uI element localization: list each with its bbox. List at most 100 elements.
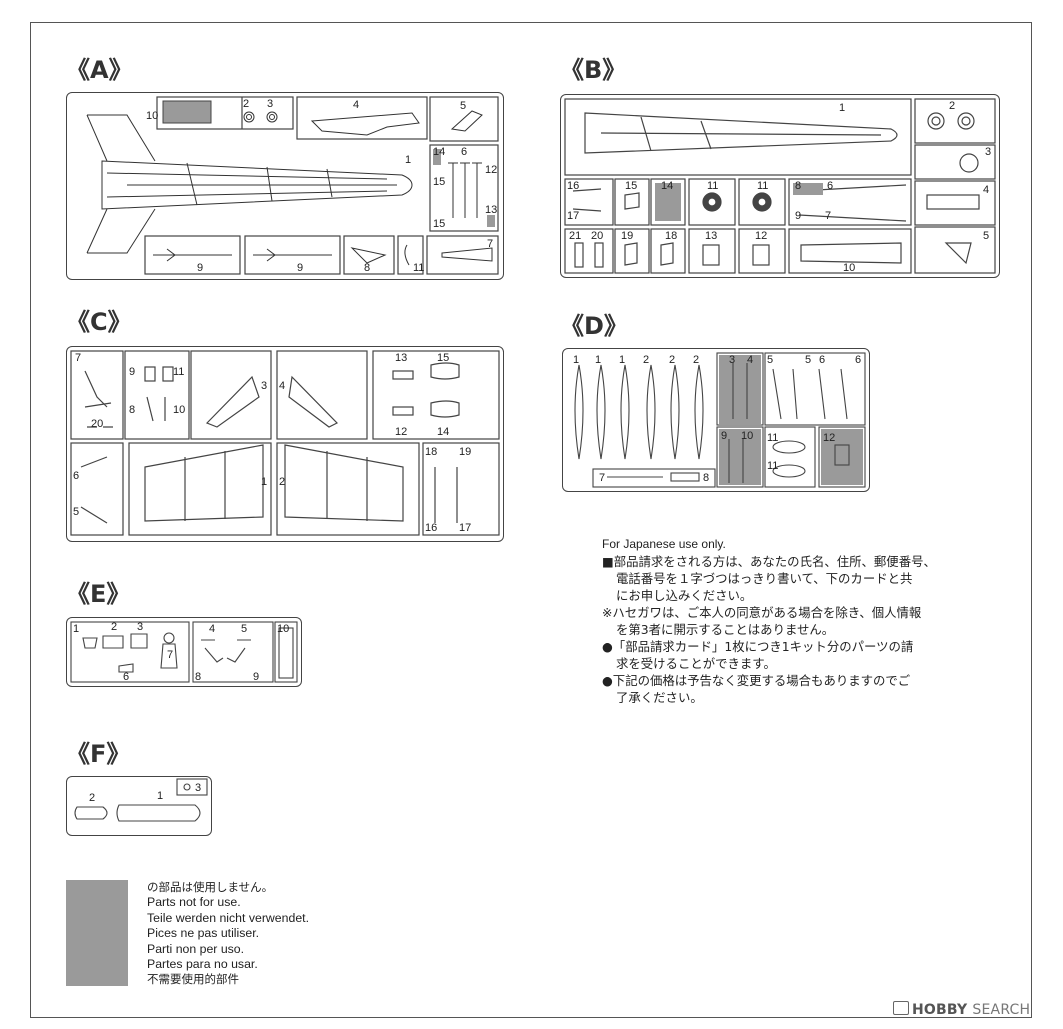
part-num: 5	[73, 506, 79, 518]
note-line: ※ハセガワは、ご本人の同意がある場合を除き、個人情報	[602, 605, 922, 620]
part-num: 15	[625, 180, 637, 192]
part-num: 11	[767, 432, 778, 444]
part-num: 3	[195, 782, 201, 794]
note-line: にお申し込みください。	[616, 588, 753, 603]
part-num: 1	[405, 154, 411, 166]
part-num: 17	[567, 210, 579, 222]
part-num: 14	[433, 146, 445, 158]
part-num: 19	[621, 230, 633, 242]
part-num: 1	[839, 102, 845, 114]
page-frame	[30, 22, 1032, 1018]
part-num: 12	[395, 426, 407, 438]
part-num: 5	[460, 100, 466, 112]
part-num: 8	[703, 472, 709, 484]
part-num: 1	[573, 354, 579, 366]
part-num: 1	[619, 354, 625, 366]
part-num: 6	[73, 470, 79, 482]
part-num: 7	[599, 472, 605, 484]
part-num: 12	[755, 230, 767, 242]
part-num: 16	[425, 522, 437, 534]
note-line: 求を受けることができます。	[616, 656, 776, 671]
part-num: 3	[729, 354, 735, 366]
part-num: 4	[747, 354, 753, 366]
japanese-note: For Japanese use only. ■部品請求をされる方は、あなたの氏…	[602, 536, 1022, 706]
unused-parts-legend: の部品は使用しません。 Parts not for use. Teile wer…	[147, 880, 309, 988]
part-num: 9	[721, 430, 727, 442]
part-num: 10	[146, 110, 158, 122]
part-num: 4	[279, 380, 285, 392]
part-num: 8	[364, 262, 370, 274]
part-num: 10	[173, 404, 185, 416]
legend-de: Teile werden nicht verwendet.	[147, 910, 309, 925]
legend-zh: 不需要使用的部件	[147, 972, 239, 987]
section-d-label: 《D》	[560, 312, 628, 340]
part-num: 9	[253, 671, 259, 683]
part-num: 13	[395, 352, 407, 364]
sprue-f: 2 1 3	[66, 776, 212, 836]
unused-parts-swatch	[66, 880, 128, 986]
sprue-b: 1 2 3 16 15 14 11 11 8 6 17 9 7 4 21 20 …	[560, 94, 1000, 278]
part-num: 17	[459, 522, 471, 534]
note-line: For Japanese use only.	[602, 537, 726, 551]
sprue-c: 7 9 11 8 10 20 3 4 13 15 12 14 6 5 1 2 1…	[66, 346, 504, 542]
part-num: 13	[705, 230, 717, 242]
part-num: 4	[983, 184, 989, 196]
note-line: 了承ください。	[616, 690, 703, 705]
part-num: 16	[567, 180, 579, 192]
part-num: 15	[437, 352, 449, 364]
section-b-label: 《B》	[560, 56, 627, 84]
section-c-label: 《C》	[66, 308, 132, 336]
part-num: 11	[757, 180, 768, 192]
part-num: 2	[243, 98, 249, 110]
part-num: 18	[665, 230, 677, 242]
note-line: を第3者に開示することはありません。	[616, 622, 835, 637]
part-num: 11	[707, 180, 718, 192]
part-num: 14	[437, 426, 449, 438]
part-num: 9	[795, 210, 801, 222]
part-num: 6	[819, 354, 825, 366]
part-num: 6	[123, 671, 129, 683]
part-num: 2	[693, 354, 699, 366]
legend-it: Parti non per uso.	[147, 941, 245, 956]
part-num: 5	[767, 354, 773, 366]
part-num: 2	[949, 100, 955, 112]
note-line: ■部品請求をされる方は、あなたの氏名、住所、郵便番号、	[602, 554, 936, 569]
sprue-a: 10 2 3 4 5 1 14 6 12 15 13 15 9 9 8 11 7	[66, 92, 504, 280]
part-num: 7	[75, 352, 81, 364]
part-num: 9	[129, 366, 135, 378]
part-num: 13	[485, 204, 497, 216]
part-num: 7	[487, 238, 493, 250]
part-num: 3	[137, 621, 143, 633]
part-num: 15	[433, 176, 445, 188]
section-a-label: 《A》	[66, 56, 133, 84]
part-num: 11	[413, 262, 424, 274]
part-num: 18	[425, 446, 437, 458]
part-num: 6	[827, 180, 833, 192]
legend-ja: の部品は使用しません。	[147, 880, 274, 894]
part-num: 3	[985, 146, 991, 158]
section-e-label: 《E》	[66, 580, 131, 608]
camera-icon	[893, 1001, 909, 1015]
sprue-e: 1 2 3 4 5 10 7 6 8 9	[66, 617, 302, 687]
part-num: 3	[261, 380, 267, 392]
part-num: 19	[459, 446, 471, 458]
part-num: 2	[279, 476, 285, 488]
legend-fr: Pices ne pas utiliser.	[147, 926, 260, 941]
part-num: 11	[173, 366, 184, 378]
part-num: 7	[825, 210, 831, 222]
watermark-brand: HOBBY	[912, 1002, 968, 1018]
part-num: 1	[73, 623, 79, 635]
note-line: ●下記の価格は予告なく変更する場合もありますのでご	[602, 673, 911, 688]
section-f-label: 《F》	[66, 740, 131, 768]
part-num: 4	[353, 99, 359, 111]
part-num: 3	[267, 98, 273, 110]
part-num: 1	[261, 476, 267, 488]
part-num: 14	[661, 180, 673, 192]
part-num: 6	[855, 354, 861, 366]
part-num: 12	[485, 164, 497, 176]
note-line: 電話番号を１字づつはっきり書いて、下のカードと共	[616, 571, 913, 586]
part-num: 8	[195, 671, 201, 683]
part-num: 20	[91, 418, 103, 430]
part-num: 9	[197, 262, 203, 274]
part-num: 7	[167, 649, 173, 661]
